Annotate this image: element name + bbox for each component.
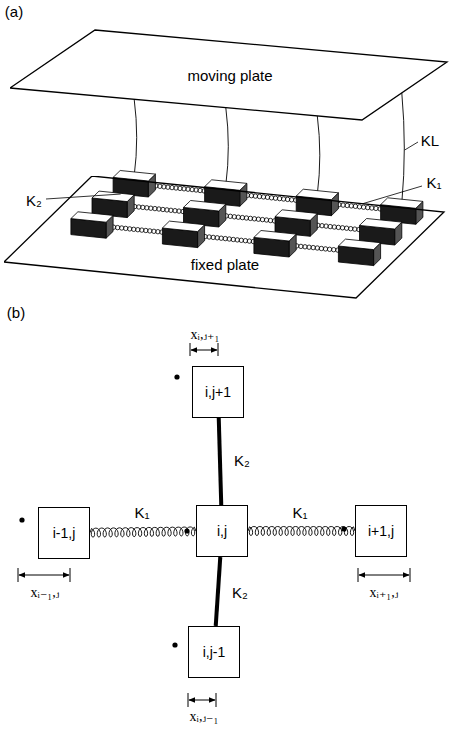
coil-spring [248, 527, 355, 536]
leader-line [363, 186, 422, 204]
coil-path [248, 527, 355, 536]
coil-turn [324, 224, 328, 228]
plate-outline [4, 176, 446, 300]
coil-turn [344, 226, 348, 230]
stiffness-label: K₁ [426, 174, 441, 191]
plate: fixed plate [4, 176, 446, 300]
mass-block: i,j [196, 505, 248, 557]
stiffness-label: K₁ [292, 504, 307, 521]
displacement-arrow [19, 575, 69, 576]
leaf-bar [219, 418, 222, 505]
stiffness-label: K₂ [234, 452, 250, 469]
displacement-label: xᵢ₋₁,ⱼ [31, 584, 60, 601]
displacement-arrow [191, 350, 217, 351]
tick [358, 568, 359, 582]
displacement-label: xᵢ,ⱼ₊₁ [191, 326, 220, 343]
stiffness-label: K₂ [26, 192, 42, 209]
tick [190, 343, 191, 356]
tick [410, 568, 411, 582]
stiffness-label: K₂ [232, 584, 248, 601]
block-top [360, 219, 402, 230]
block-top [71, 212, 113, 222]
block-top [162, 221, 204, 232]
coil-turn [374, 206, 378, 210]
block-top [184, 201, 226, 212]
plate-leaf-spring [402, 93, 405, 203]
displacement-arrow [359, 575, 409, 576]
plate-leaf-spring [134, 99, 137, 175]
plate-label: moving plate [10, 67, 450, 84]
rest-dot [174, 374, 179, 379]
displacement-arrows [18, 343, 410, 707]
tick [18, 568, 19, 582]
plate-label: fixed plate [4, 256, 446, 273]
mass-block: i+1,j [355, 505, 407, 557]
coil-turn [315, 246, 319, 250]
mass-block: i,j-1 [188, 626, 240, 678]
block-top [254, 231, 296, 242]
block-label: i-1,j [53, 525, 76, 541]
stiffness-label: K₁ [134, 504, 149, 521]
tick [70, 568, 71, 582]
panel-letter: (a) [5, 3, 23, 20]
leader-line [405, 142, 418, 150]
displacement-arrow [189, 700, 215, 701]
block-top [92, 191, 134, 202]
stiffness-label: KL [421, 132, 439, 149]
displacement-label: xᵢ₊₁,ⱼ [370, 584, 399, 601]
position-dots [19, 374, 346, 647]
mass-block: i-1,j [38, 507, 90, 559]
block-label: i+1,j [368, 523, 394, 539]
block-label: i,j [217, 523, 227, 539]
leader-line [46, 194, 121, 199]
coil-turn [353, 204, 357, 208]
plate: moving plate [10, 28, 450, 122]
block-top [275, 210, 317, 221]
plate-leaf-spring [317, 116, 320, 194]
leaf-spring [219, 418, 222, 505]
block-top [338, 239, 380, 250]
tick [218, 343, 219, 356]
mass-block: i,j+1 [192, 366, 244, 418]
coil-path [90, 527, 196, 537]
rest-dot [19, 517, 24, 522]
panel-letter: (b) [7, 304, 25, 321]
block-label: i,j+1 [205, 384, 231, 400]
coil-spring [90, 527, 196, 537]
tick [188, 693, 189, 707]
block-label: i,j-1 [203, 644, 226, 660]
tick [216, 693, 217, 707]
displacement-label: xᵢ,ⱼ₋₁ [190, 708, 219, 725]
rest-dot [172, 642, 177, 647]
leaf-bar [216, 557, 221, 626]
plate-shape [4, 176, 444, 298]
plate-leaf-spring [226, 108, 229, 186]
leaf-spring [216, 557, 221, 626]
